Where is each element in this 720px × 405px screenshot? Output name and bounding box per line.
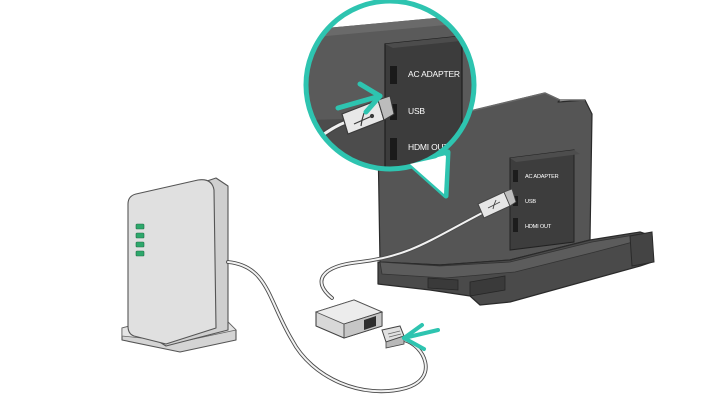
- router: [121, 177, 237, 353]
- callout-arrow-icon: [335, 81, 383, 115]
- callout-label-ac-adapter: AC ADAPTER: [408, 69, 460, 79]
- callout-label-hdmi-out: HDMI OUT: [408, 142, 448, 152]
- lan-plug: [381, 325, 405, 349]
- dock-hdmi-port: [513, 218, 518, 232]
- dock-port-panel: AC ADAPTER USB HDMI OUT: [509, 149, 580, 251]
- usb-icon: [487, 199, 501, 210]
- router-status-leds: [135, 223, 145, 257]
- callout-hdmi-port: [390, 138, 397, 160]
- callout-label-usb: USB: [408, 106, 425, 116]
- dock-label-ac-adapter: AC ADAPTER: [525, 174, 559, 180]
- callout-usb-plug: [341, 95, 395, 135]
- zoom-callout: AC ADAPTER USB HDMI OUT: [303, 0, 477, 199]
- dock-label-usb: USB: [525, 199, 536, 205]
- callout-usb-icon: [353, 112, 375, 127]
- usb-plug: [477, 188, 517, 219]
- arrow-icon: [402, 323, 440, 351]
- lan-adapter: [314, 299, 384, 339]
- callout-ring: [303, 0, 477, 172]
- callout-ac-port: [390, 66, 397, 84]
- router-body: [127, 179, 217, 345]
- dock-label-hdmi-out: HDMI OUT: [525, 224, 552, 230]
- dock-ac-port: [513, 170, 518, 182]
